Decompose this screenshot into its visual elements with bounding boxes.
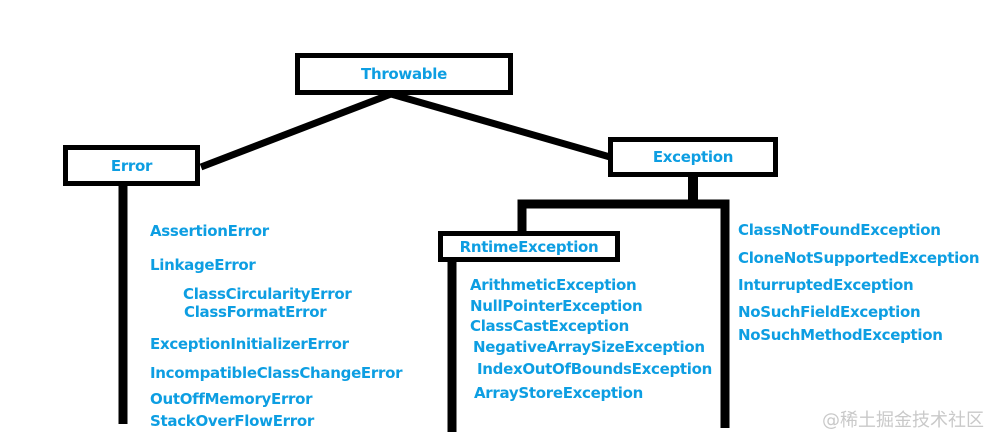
list-item: ClassFormatError <box>184 303 327 321</box>
watermark: @稀土掘金技术社区 <box>822 410 984 431</box>
node-exception: Exception <box>608 137 778 177</box>
list-item: ArrayStoreException <box>474 384 644 402</box>
list-item: NoSuchMethodException <box>738 326 943 344</box>
node-exception-label: Exception <box>652 148 734 166</box>
node-runtime-exception-label: RntimeException <box>459 237 599 256</box>
list-item: ClassCircularityError <box>183 285 352 303</box>
edge-exception-branch <box>517 199 730 428</box>
node-runtime-exception: RntimeException <box>438 231 620 262</box>
node-throwable-label: Throwable <box>361 65 447 83</box>
list-item: NegativeArraySizeException <box>473 338 705 356</box>
list-item: NoSuchFieldException <box>738 303 921 321</box>
list-item: IncompatibleClassChangeError <box>150 364 403 382</box>
list-item: ExceptionInitializerError <box>150 335 349 353</box>
list-item: LinkageError <box>150 256 256 274</box>
list-item: OutOffMemoryError <box>150 390 313 408</box>
node-error: Error <box>63 145 200 186</box>
edge-throwable-exception <box>390 90 611 161</box>
list-item: ClassNotFoundException <box>738 221 941 239</box>
list-item: NullPointerException <box>470 297 643 315</box>
list-item: ArithmeticException <box>470 276 637 294</box>
list-item: StackOverFlowError <box>150 412 314 430</box>
list-item: AssertionError <box>150 222 269 240</box>
node-error-label: Error <box>110 156 153 175</box>
node-throwable: Throwable <box>295 53 513 95</box>
list-item: IndexOutOfBoundsException <box>477 360 713 378</box>
list-item: CloneNotSupportedException <box>738 249 980 267</box>
list-item: ClassCastException <box>470 317 629 335</box>
list-item: InturruptedException <box>738 276 914 294</box>
edge-throwable-error <box>199 90 393 171</box>
